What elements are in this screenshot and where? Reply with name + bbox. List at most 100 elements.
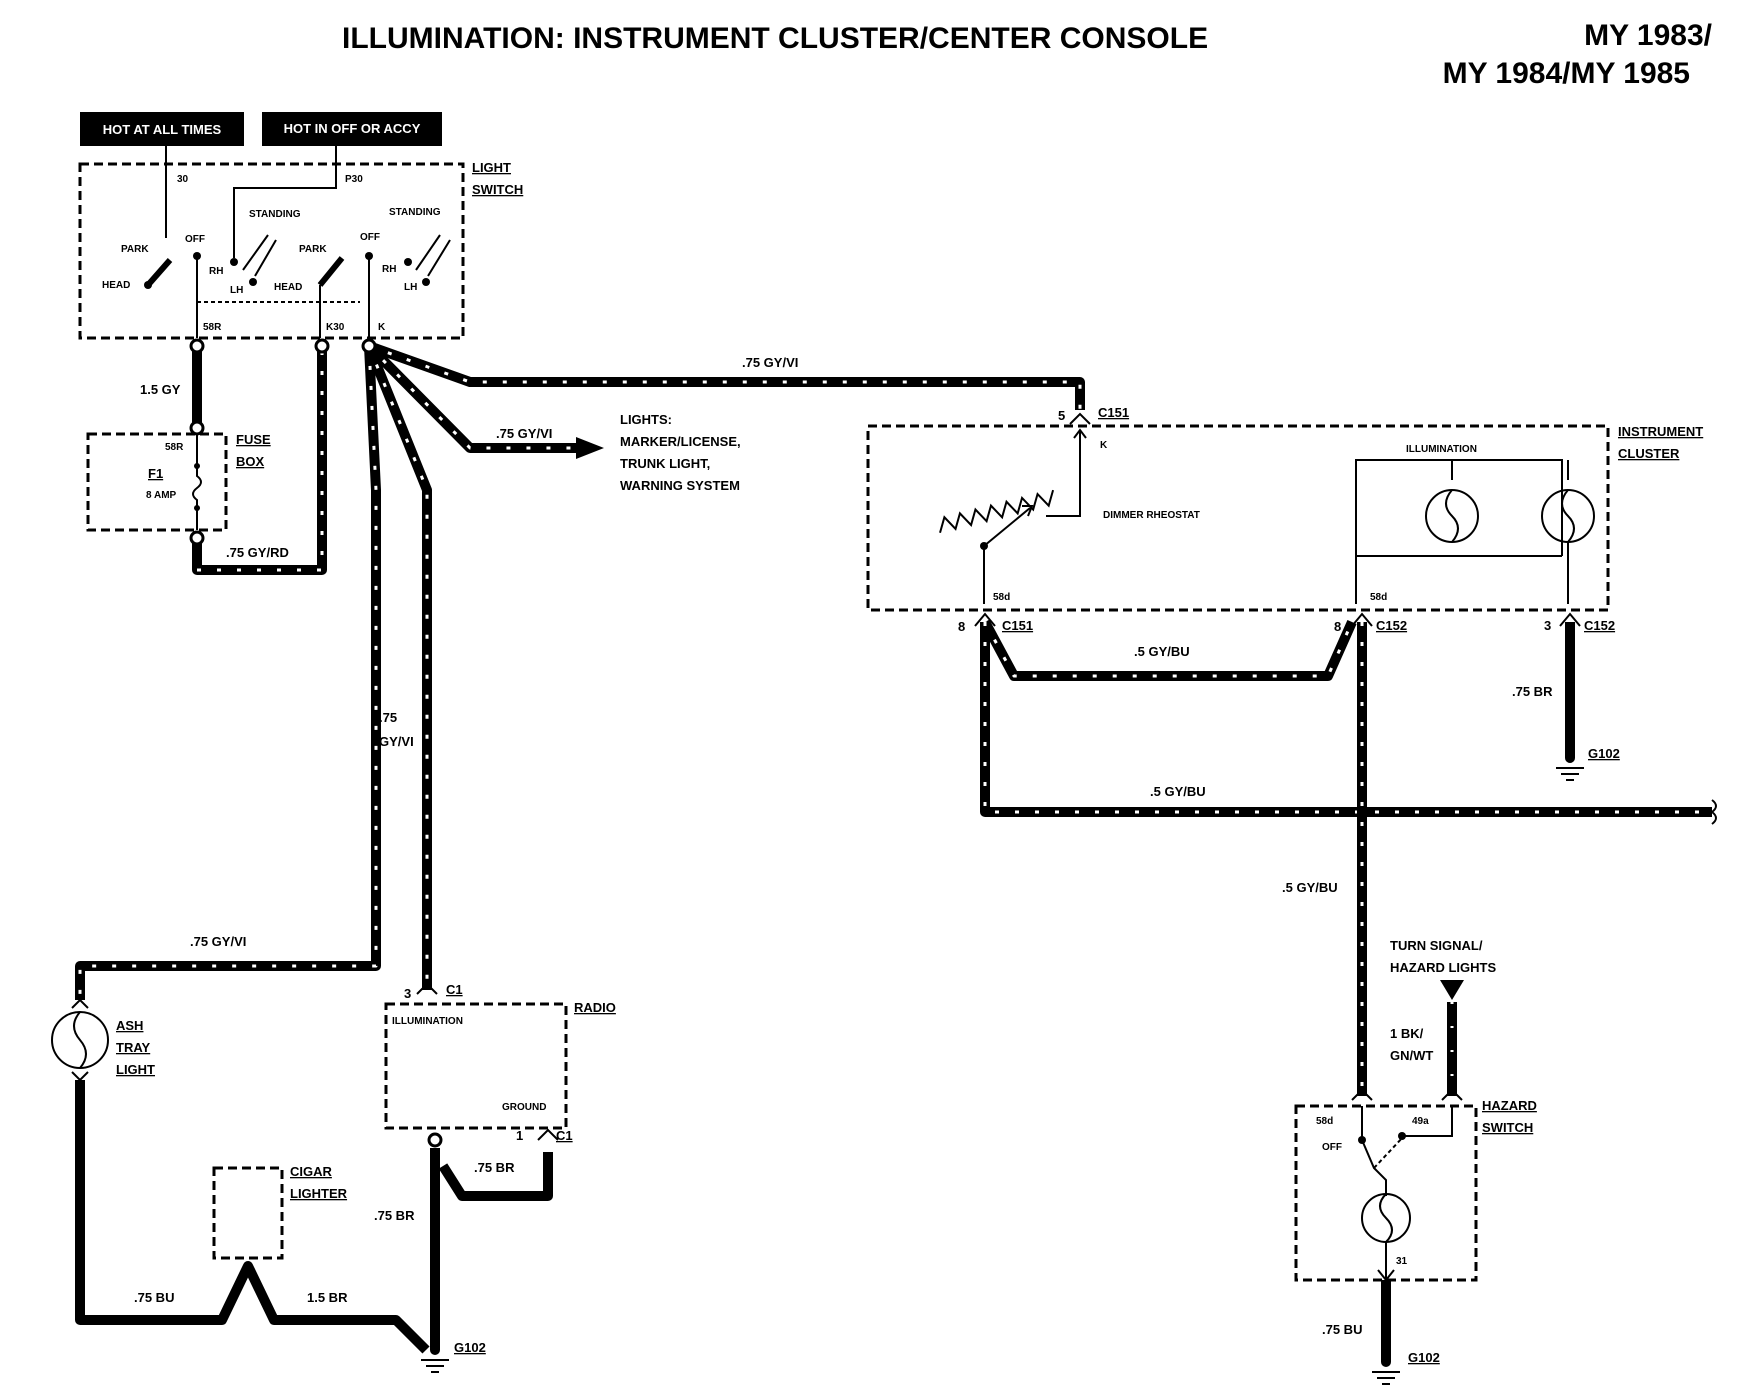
feed-p30-line <box>233 146 337 258</box>
wire-5-gy-bu-link <box>980 619 1357 681</box>
hazard-off-label: OFF <box>1322 1142 1342 1153</box>
turn-signal-arrow-icon <box>1440 980 1464 1000</box>
light-switch: 30 P30 PARK HEAD OFF RH LH STANDING PARK… <box>78 146 523 340</box>
hazard-switch: TURN SIGNAL/ HAZARD LIGHTS 1 BK/ GN/WT 5… <box>1294 938 1537 1282</box>
lights-dest-3: TRUNK LIGHT, <box>620 456 710 471</box>
c151-top-label: C151 <box>1098 405 1129 420</box>
g102-hazard-label: G102 <box>1408 1350 1440 1365</box>
hazard-58d-connector-icon <box>1351 1088 1373 1101</box>
switch-lever-left <box>145 258 173 287</box>
term-circle-k <box>361 338 377 354</box>
label-top-gy-vi: .75 GY/VI <box>742 355 798 370</box>
radio: 3 C1 ILLUMINATION GROUND RADIO 1 C1 <box>384 982 616 1148</box>
c152-a-connector-icon <box>1351 612 1373 627</box>
park-right: PARK <box>299 244 327 255</box>
fuse-box-label-2: BOX <box>236 454 265 469</box>
label-gy-bu-1: .5 GY/BU <box>1134 644 1190 659</box>
radio-label: RADIO <box>574 1000 616 1015</box>
hazard-switch-label-2: SWITCH <box>1482 1120 1533 1135</box>
c152-b-connector-icon <box>1559 612 1581 627</box>
label-vert-gy-vi: GY/VI <box>379 734 414 749</box>
g102-radio-label: G102 <box>454 1340 486 1355</box>
hot-in-off-label: HOT IN OFF OR ACCY <box>284 121 421 136</box>
wires <box>75 341 1712 1362</box>
cigar-lighter-label-2: LIGHTER <box>290 1186 348 1201</box>
ash-tray-label-3: LIGHT <box>116 1062 155 1077</box>
hazard-49a-connector-icon <box>1441 1088 1463 1101</box>
g102-cluster-label: G102 <box>1588 746 1620 761</box>
cigar-lighter-label-1: CIGAR <box>290 1164 333 1179</box>
park-left: PARK <box>121 244 149 255</box>
cluster-bottom-connectors: 8 C151 8 C152 3 C152 <box>958 612 1615 634</box>
fuse-box-label-1: FUSE <box>236 432 271 447</box>
label-lights-gy-vi: .75 GY/VI <box>496 426 552 441</box>
ash-tray-light: ASH TRAY LIGHT <box>51 998 155 1082</box>
ground-cluster: G102 <box>1556 746 1620 781</box>
c152-a-label: C152 <box>1376 618 1407 633</box>
rh-left: RH <box>209 266 223 277</box>
wire-75-gy-vi-cluster <box>367 341 1085 410</box>
lights-dest-4: WARNING SYSTEM <box>620 478 740 493</box>
standing-left: STANDING <box>249 209 301 220</box>
cigar-lighter-box <box>212 1166 284 1260</box>
instrument-cluster: 5 C151 K DIMMER RHEOSTAT 58d ILLUMINATIO… <box>866 405 1703 612</box>
term-58r: 58R <box>203 322 222 333</box>
rh-contact-right <box>404 258 412 266</box>
rh-right: RH <box>382 264 396 275</box>
label-br-cluster: .75 BR <box>1512 684 1553 699</box>
cigar-lighter: CIGAR LIGHTER <box>212 1164 348 1260</box>
hazard-switch-box <box>1294 1104 1478 1282</box>
light-switch-box <box>78 162 465 340</box>
term-circle-58r <box>189 338 205 354</box>
standing-right: STANDING <box>389 207 441 218</box>
term-k30: K30 <box>326 322 345 333</box>
label-bk-line1: 1 BK/ <box>1390 1026 1424 1041</box>
cluster-illumination-label: ILLUMINATION <box>1406 444 1477 455</box>
wire-75-br-radio-c1 <box>438 1152 553 1201</box>
term-circle-k30 <box>314 338 330 354</box>
c1-bottom-pin: 1 <box>516 1128 523 1143</box>
head-contact-left <box>144 281 152 289</box>
head-left: HEAD <box>102 280 130 291</box>
hot-at-all-times-label: HOT AT ALL TIMES <box>103 122 222 137</box>
fuse-term-58r: 58R <box>165 442 184 453</box>
lights-dest-1: LIGHTS: <box>620 412 672 427</box>
c152-b-label: C152 <box>1584 618 1615 633</box>
wire-75-gy-vi-ash <box>75 345 381 1000</box>
label-br-radio-2: .75 BR <box>474 1160 515 1175</box>
switch-lever-right <box>317 256 345 287</box>
radio-ground-terminal <box>427 1132 443 1148</box>
lh-left: LH <box>230 285 243 296</box>
c1-top-label: C1 <box>446 982 463 997</box>
instrument-cluster-label-2: CLUSTER <box>1618 446 1680 461</box>
standing-arrows-left <box>242 234 277 277</box>
wire-75-gy-vi-radio <box>364 344 432 990</box>
fuse-element-icon <box>192 434 202 530</box>
c151-top-connector-icon <box>1069 412 1091 425</box>
instrument-cluster-box <box>866 424 1610 612</box>
turn-signal-label-2: HAZARD LIGHTS <box>1390 960 1496 975</box>
label-gy-bu-2: .5 GY/BU <box>1150 784 1206 799</box>
wire-continues-icon <box>1711 799 1717 825</box>
radio-ground-label: GROUND <box>502 1102 546 1113</box>
hot-in-off-badge: HOT IN OFF OR ACCY <box>262 112 442 146</box>
radio-box <box>384 1002 568 1130</box>
label-1-5-gy: 1.5 GY <box>140 382 181 397</box>
term-k: K <box>378 322 386 333</box>
ash-tray-label-2: TRAY <box>116 1040 151 1055</box>
term-p30: P30 <box>345 174 363 185</box>
ground-cluster-icon <box>1556 767 1584 781</box>
ground-radio: G102 <box>421 1340 486 1373</box>
hazard-term-58d: 58d <box>1316 1116 1333 1127</box>
label-br-radio-1: .75 BR <box>374 1208 415 1223</box>
c1-bottom-connector-icon <box>537 1128 559 1141</box>
cluster-term-k: K <box>1100 440 1108 451</box>
model-years-line1: MY 1983/ <box>1584 19 1713 52</box>
dimmer-rheostat-icon <box>939 489 1055 534</box>
light-switch-label-1: LIGHT <box>472 160 511 175</box>
fuse-box-outline <box>86 432 228 532</box>
fuse-rating: 8 AMP <box>146 490 177 501</box>
label-gy-bu-3: .5 GY/BU <box>1282 880 1338 895</box>
standing-arrows-right <box>415 234 451 277</box>
